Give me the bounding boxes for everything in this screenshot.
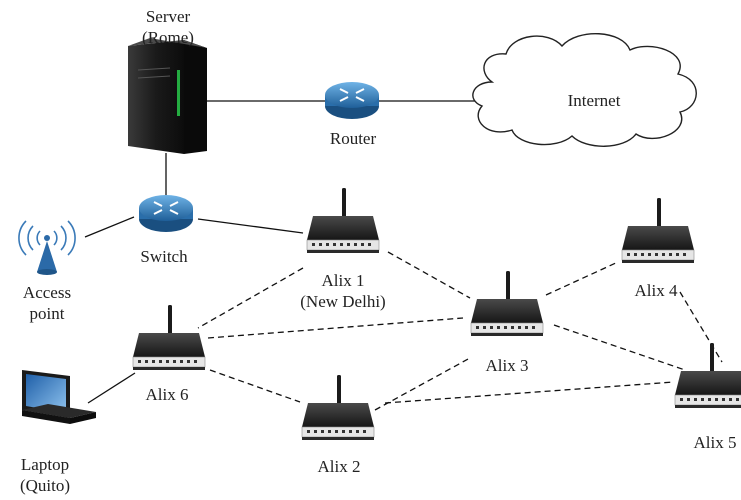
- alix1-label-line2: (New Delhi): [300, 292, 386, 311]
- alix3-label: Alix 3: [485, 356, 529, 375]
- access-point-icon: [18, 220, 76, 275]
- switch-label: Switch: [140, 247, 188, 266]
- alix4-router-icon: [621, 197, 695, 264]
- link-alix1-alix3: [387, 251, 471, 299]
- link-laptop-alix6: [87, 372, 136, 404]
- alix5-router-icon: [674, 342, 741, 409]
- alix1-label: Alix 1 (New Delhi): [300, 270, 385, 312]
- link-switch-accesspoint: [84, 216, 135, 238]
- laptop-label-line1: Laptop: [20, 455, 70, 474]
- link-alix1-alix6: [197, 267, 304, 329]
- alix6-label: Alix 6: [145, 385, 189, 404]
- server-icon: [128, 38, 207, 154]
- alix3-router-icon: [470, 270, 544, 337]
- alix6-router-icon: [132, 304, 206, 371]
- laptop-label: Laptop (Quito): [20, 454, 70, 496]
- router-label: Router: [329, 129, 377, 148]
- server-label: Server (Rome): [142, 6, 194, 48]
- switch-icon: [139, 195, 193, 232]
- link-switch-alix1: [197, 218, 304, 234]
- laptop-label-line2: (Quito): [19, 476, 71, 495]
- server-label-line1: Server: [145, 7, 191, 26]
- access-point-label-line2: point: [29, 304, 65, 323]
- link-alix4-alix5: [679, 291, 723, 363]
- access-point-label-line1: Access: [22, 283, 72, 302]
- server-label-line2: (Rome): [142, 28, 194, 47]
- link-alix2-alix3: [374, 357, 471, 411]
- link-alix6-alix2: [209, 369, 301, 403]
- internet-label: Internet: [567, 91, 621, 110]
- alix2-router-icon: [301, 374, 375, 441]
- link-alix2-alix5: [384, 381, 675, 404]
- alix1-label-line1: Alix 1: [321, 271, 365, 290]
- internet-cloud-icon: [472, 33, 697, 147]
- router-icon: [325, 82, 379, 119]
- alix4-label: Alix 4: [634, 281, 678, 300]
- alix1-router-icon: [306, 187, 380, 254]
- link-alix6-alix3: [207, 317, 464, 339]
- alix5-label: Alix 5: [693, 433, 737, 452]
- access-point-label: Access point: [23, 282, 71, 324]
- laptop-icon: [22, 370, 96, 424]
- alix2-label: Alix 2: [317, 457, 361, 476]
- link-alix3-alix5: [553, 324, 686, 371]
- link-alix3-alix4: [545, 261, 619, 296]
